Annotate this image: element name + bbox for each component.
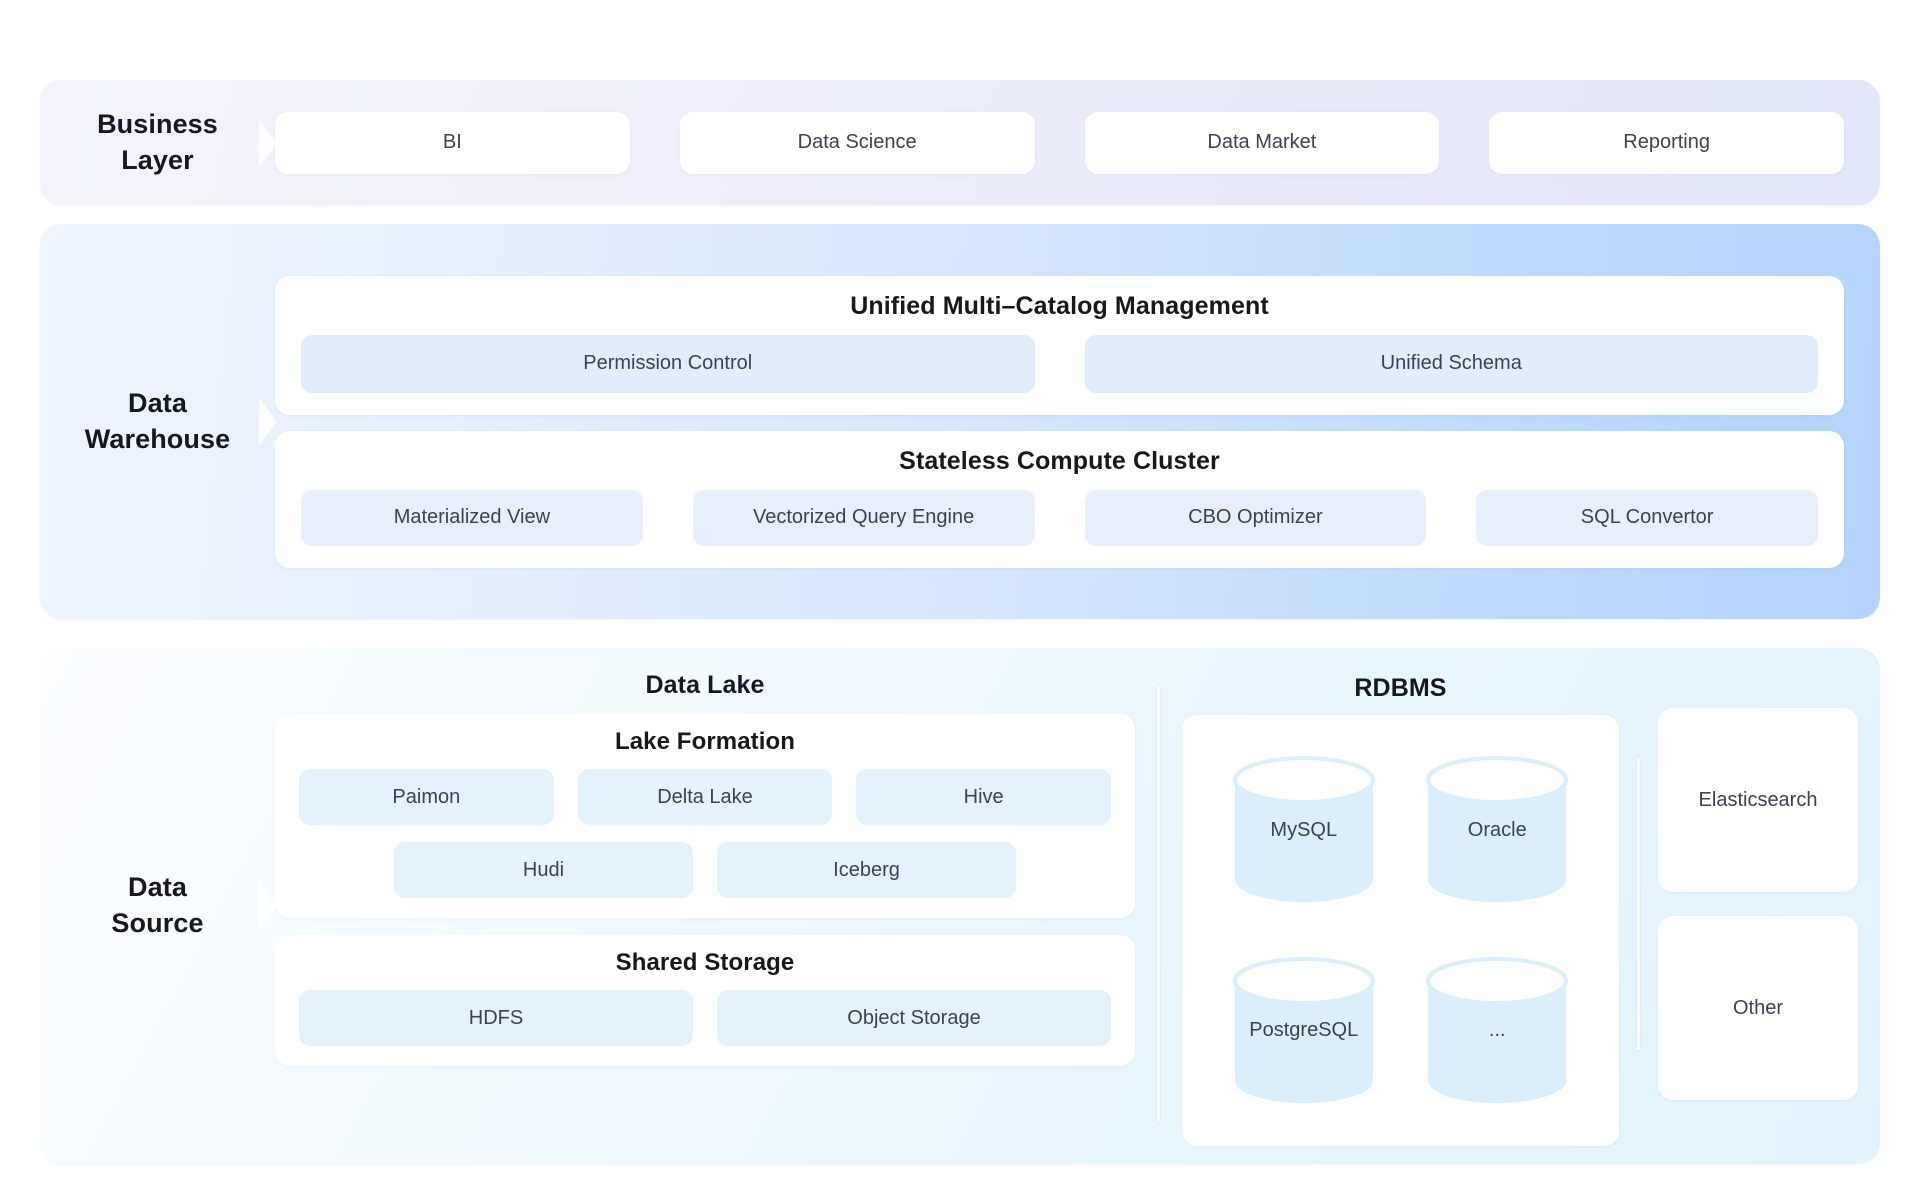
cylinder-icon [1232, 756, 1375, 903]
data-source-label-line1: Data [128, 872, 187, 903]
database-cylinder-more[interactable]: ... [1424, 955, 1570, 1107]
cylinder-icon [1426, 756, 1569, 903]
business-layer-section: Business Layer BI Data Science Data Mark… [40, 80, 1880, 205]
rdbms-column: RDBMS MySQL [1182, 662, 1619, 1146]
chip-sql-convertor[interactable]: SQL Convertor [1476, 489, 1818, 546]
business-layer-label-line1: Business [97, 108, 218, 139]
chip-vectorized-query-engine[interactable]: Vectorized Query Engine [692, 489, 1035, 546]
lake-formation-panel: Lake Formation Paimon Delta Lake Hive Hu… [275, 714, 1135, 918]
shared-storage-panel: Shared Storage HDFS Object Storage [275, 935, 1135, 1066]
stateless-compute-panel-title: Stateless Compute Cluster [899, 446, 1220, 475]
lake-formation-row-2: Hudi Iceberg [299, 842, 1111, 898]
unified-catalog-panel-title: Unified Multi–Catalog Management [850, 291, 1269, 320]
chevron-right-icon [257, 115, 281, 171]
rdbms-title: RDBMS [1354, 674, 1447, 702]
shared-storage-title: Shared Storage [615, 949, 795, 976]
stateless-compute-panel: Stateless Compute Cluster Materialized V… [275, 430, 1844, 568]
other-sources-column: Elasticsearch Other [1658, 662, 1858, 1146]
data-warehouse-label-line2: Warehouse [84, 423, 231, 454]
business-card-reporting[interactable]: Reporting [1489, 111, 1844, 174]
chip-permission-control[interactable]: Permission Control [301, 334, 1035, 393]
chip-paimon[interactable]: Paimon [299, 769, 554, 825]
data-source-section: Data Source Data Lake Lake Formation Pai… [40, 648, 1880, 1164]
database-cylinder-postgresql[interactable]: PostgreSQL [1231, 955, 1377, 1107]
cylinder-icon [1232, 956, 1375, 1103]
database-label-postgresql: PostgreSQL [1249, 1019, 1359, 1042]
database-label-oracle: Oracle [1467, 818, 1527, 841]
chevron-right-icon [257, 878, 281, 934]
data-warehouse-panels: Unified Multi–Catalog Management Permiss… [275, 224, 1880, 619]
chip-materialized-view[interactable]: Materialized View [301, 489, 643, 546]
business-layer-label-line2: Layer [121, 144, 194, 175]
database-label-mysql: MySQL [1270, 818, 1338, 841]
database-cylinder-oracle[interactable]: Oracle [1424, 754, 1570, 906]
data-source-label: Data Source [40, 648, 277, 1164]
chip-delta-lake[interactable]: Delta Lake [577, 769, 833, 825]
data-source-label-line2: Source [111, 908, 204, 938]
other-card-other[interactable]: Other [1658, 916, 1858, 1100]
cylinder-icon [1426, 956, 1569, 1103]
data-lake-title: Data Lake [645, 671, 765, 699]
chip-hudi[interactable]: Hudi [394, 842, 693, 898]
business-layer-label: Business Layer [40, 80, 277, 205]
chip-hdfs[interactable]: HDFS [299, 990, 693, 1046]
chevron-right-icon [257, 394, 281, 450]
unified-catalog-chip-row: Permission Control Unified Schema [301, 334, 1818, 393]
chip-unified-schema[interactable]: Unified Schema [1084, 334, 1818, 393]
data-warehouse-label-line1: Data [128, 387, 187, 418]
chip-hive[interactable]: Hive [856, 769, 1112, 825]
business-layer-cards: BI Data Science Data Market Reporting [275, 80, 1880, 205]
chip-iceberg[interactable]: Iceberg [717, 842, 1016, 898]
business-card-data-science[interactable]: Data Science [679, 111, 1035, 174]
chip-cbo-optimizer[interactable]: CBO Optimizer [1084, 489, 1427, 546]
business-card-data-market[interactable]: Data Market [1084, 111, 1440, 174]
other-card-elasticsearch[interactable]: Elasticsearch [1658, 708, 1858, 892]
rdbms-panel: MySQL Oracle [1182, 715, 1619, 1146]
business-card-bi[interactable]: BI [275, 111, 630, 174]
data-warehouse-section: Data Warehouse Unified Multi–Catalog Man… [40, 224, 1880, 619]
database-cylinder-mysql[interactable]: MySQL [1231, 754, 1377, 906]
lake-formation-row-1: Paimon Delta Lake Hive [299, 769, 1112, 825]
lake-formation-title: Lake Formation [614, 728, 796, 755]
database-label-more: ... [1488, 1019, 1506, 1042]
column-divider-1 [1157, 686, 1160, 1122]
stateless-compute-chip-row: Materialized View Vectorized Query Engin… [301, 489, 1818, 546]
unified-catalog-panel: Unified Multi–Catalog Management Permiss… [275, 275, 1844, 415]
shared-storage-row-1: HDFS Object Storage [299, 990, 1111, 1046]
data-warehouse-label: Data Warehouse [40, 224, 277, 619]
data-source-columns: Data Lake Lake Formation Paimon Delta La… [275, 648, 1880, 1164]
column-divider-2 [1637, 758, 1640, 1050]
chip-object-storage[interactable]: Object Storage [717, 990, 1111, 1046]
data-lake-column: Data Lake Lake Formation Paimon Delta La… [275, 662, 1135, 1146]
